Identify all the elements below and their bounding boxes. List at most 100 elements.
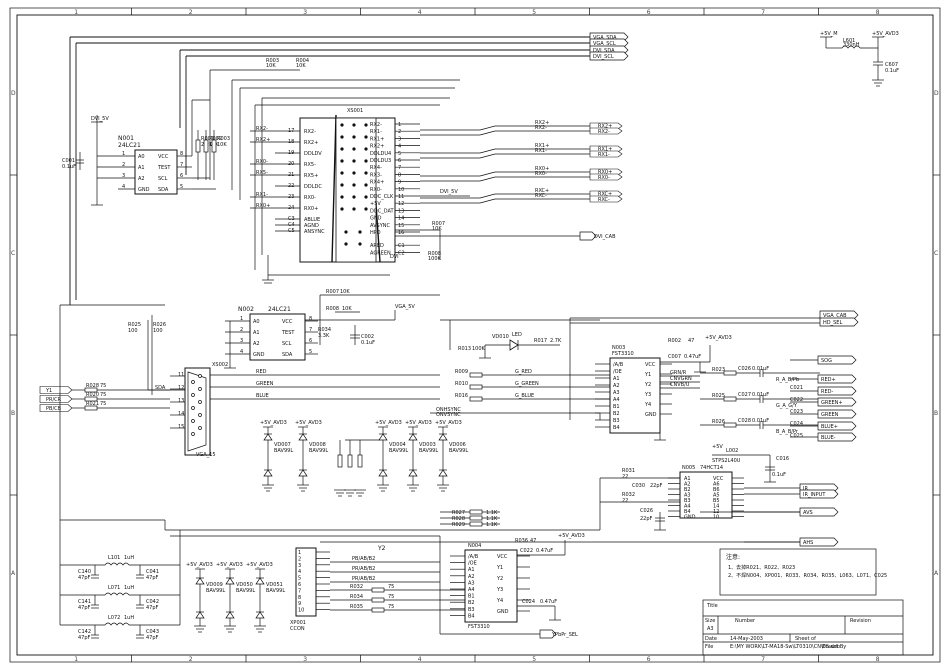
res-ref: R017 [534,338,547,344]
grid-col-label: 4 [418,656,422,663]
res-value: 2.7K [550,338,562,344]
grid-col-label: 8 [876,9,880,16]
resistor-symbol [723,422,737,428]
pin-name: A5 [713,493,720,499]
res-ref: R025 [128,322,141,328]
cap-value: 47pF [78,575,91,581]
pin-name: RX2- [304,129,316,135]
connector-pin-dot [364,135,368,139]
res-value: 10K [217,142,227,148]
connector-pin-dot [191,419,195,423]
res-ref: R004 [296,58,309,64]
cap-value: 47pF [146,575,159,581]
wire [479,193,496,199]
net-label: PB/AB/B2 [352,556,375,562]
pin-number: 5 [298,576,301,582]
reg-ref: L002 [726,448,738,454]
resistor-symbol [371,597,385,603]
pin-number: 8 [180,151,183,157]
pin-name: VCC [497,554,508,560]
connector-pin-dot [352,123,356,127]
rx-output-bus: RX2+RX2-RX2+RX2-RX1+RX1-RX1+RX1-RX0+RX0-… [420,120,623,204]
res-ref: R002 [668,338,681,344]
connector-pin-dot [352,159,356,163]
inductor-symbol [104,562,130,566]
pin-name: A1 [253,330,260,336]
pin-number: 6 [180,173,183,179]
resistor-symbol [723,370,737,376]
right-output-tags: SOGRED+RED-GREEN+GREENBLUE+BLUE-C021C022… [790,355,857,442]
pin-name: B5 [713,498,720,504]
pin-name: SCL [158,176,168,182]
connector-pin-dot [340,123,344,127]
rx-tag: RX1- [589,150,623,158]
net-tag-label: DVI_SDA [593,48,615,54]
cap-value: 22pF [640,516,653,522]
res-value: 75 [388,594,394,600]
pin-name: Y3 [644,392,651,398]
net-label: DVI_5V [440,189,458,195]
supply-label: +5V_AVD3 [405,420,432,426]
net-label: RXC- [535,193,547,199]
pin-name: A0 [253,319,260,325]
res-value: 10K [340,289,350,295]
net-label: ONVSYNC [436,412,461,418]
pin-name: GND [645,412,657,418]
connector-label: VGA_15 [196,452,216,458]
pin-name: RX5+ [304,173,318,179]
res-ref: R002 [209,136,222,142]
ic-ref: N001 [118,135,134,142]
rx-tag-label: RX1- [598,152,610,158]
net-label: RX0- [256,159,268,165]
cap-ref: C007 [668,354,681,360]
rx-tag-label: RX0- [598,175,610,181]
supply-label: +5V_AVD3 [435,420,462,426]
net-tag-label: GREEN [821,412,839,418]
connector-pin-dot [340,207,344,211]
net-label: CNVGRN [670,376,692,382]
cap-value: 47pF [146,605,159,611]
inductor-value: 1uH [124,555,134,561]
net-tag-label: VGA_SCL [593,41,616,47]
connector-pin-dot [352,135,356,139]
wire [479,130,496,136]
file-value: E:\MY WORK\LT-MA18-Sw\LT0310\CN\6S.ddb [730,644,840,650]
res-ref: R031 [622,468,635,474]
inductor-symbol [104,622,130,626]
pin-number: 13 [398,208,404,214]
protection-diodes-mid: +5V_AVD3VD007BAV99L+5V_AVD3VD008BAV99L+5… [260,420,468,497]
resistor-symbol [347,454,353,468]
pin-number: 4 [240,349,243,355]
res-value: 10K [296,63,306,69]
vga-cab-tag: HD_SEL [819,317,859,327]
pin-name: Y4 [644,402,651,408]
net-label: GREEN [256,381,274,387]
net-tag-label: GREEN+ [821,400,843,406]
pin-number: 9 [298,601,301,607]
diode-ref: VD004 [389,442,406,448]
pin-number: 7 [180,162,183,168]
res-ref: R032 [350,584,363,590]
pin-name: RX0- [304,195,316,201]
cap-ref: C025 [790,433,803,439]
net-label: RXC+ [535,188,549,194]
diode-ref: VD010 [492,334,509,340]
pin-number: 5 [180,184,183,190]
connector-pin-dot [340,135,344,139]
connector-ref: XS001 [347,108,363,114]
dvi-connector: XS001 RX2-17RX2+18DDLDV19RX5-20RX5+21DDL… [209,58,616,284]
pin-name: B2 [684,487,691,493]
input-tag: PB/CB [39,404,73,412]
pin-name: /OE [468,561,477,567]
res-ref: R003 [217,136,230,142]
output-tag: SOG [817,355,857,365]
pin-name: RX0+ [304,206,318,212]
diode-part: BAV99L [389,448,408,454]
